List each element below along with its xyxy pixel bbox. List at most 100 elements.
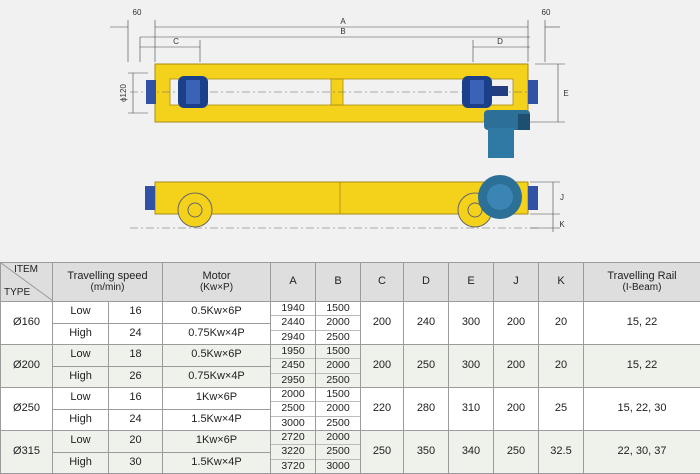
- b-value: 2500: [316, 374, 360, 387]
- dim-a-label: A: [340, 17, 346, 26]
- rail-cell: 15, 22, 30: [584, 388, 700, 431]
- speed-value-cell: 18: [109, 345, 163, 367]
- d-cell: 280: [404, 388, 449, 431]
- spec-table: ITEM TYPE Travelling speed (m/min) Motor…: [0, 262, 700, 474]
- rail-header-line1: Travelling Rail: [584, 271, 700, 283]
- dim-right-offset-label: 60: [542, 8, 551, 17]
- speed-value-cell: 20: [109, 431, 163, 453]
- type-cell: Ø200: [1, 345, 53, 388]
- d-cell: 240: [404, 302, 449, 345]
- b-value: 2500: [316, 417, 360, 430]
- b-value: 2000: [316, 359, 360, 373]
- motor-header-line2: (Kw×P): [163, 283, 270, 294]
- a-value: 2500: [271, 402, 315, 416]
- speed-header-line1: Travelling speed: [53, 271, 162, 283]
- corner-header: ITEM TYPE: [1, 263, 53, 302]
- b-value: 2000: [316, 402, 360, 416]
- e-header: E: [449, 263, 494, 302]
- d-header: D: [404, 263, 449, 302]
- d-cell: 350: [404, 431, 449, 474]
- rail-cell: 15, 22: [584, 302, 700, 345]
- motor-header: Motor (Kw×P): [163, 263, 271, 302]
- dim-e-label: E: [563, 89, 568, 98]
- type-cell: Ø250: [1, 388, 53, 431]
- b-value: 1500: [316, 302, 360, 316]
- dim-k-label: K: [559, 220, 565, 229]
- a-value: 2450: [271, 359, 315, 373]
- speed-level-cell: Low: [53, 431, 109, 453]
- speed-level-cell: Low: [53, 345, 109, 367]
- motor-cell: 0.5Kw×6P: [163, 345, 271, 367]
- motor-header-line1: Motor: [163, 271, 270, 283]
- e-cell: 300: [449, 345, 494, 388]
- rail-cell: 22, 30, 37: [584, 431, 700, 474]
- k-header: K: [539, 263, 584, 302]
- k-cell: 20: [539, 302, 584, 345]
- end-cap-left: [146, 80, 156, 104]
- speed-value-cell: 26: [109, 366, 163, 388]
- side-view: [130, 175, 540, 228]
- a-value: 3000: [271, 417, 315, 430]
- end-cap-right: [528, 80, 538, 104]
- e-cell: 340: [449, 431, 494, 474]
- b-value: 2000: [316, 316, 360, 330]
- speed-header: Travelling speed (m/min): [53, 263, 163, 302]
- k-cell: 32.5: [539, 431, 584, 474]
- motor-cell: 0.75Kw×4P: [163, 366, 271, 388]
- j-cell: 200: [494, 388, 539, 431]
- c-cell: 200: [361, 345, 404, 388]
- speed-value-cell: 16: [109, 302, 163, 324]
- speed-value-cell: 30: [109, 452, 163, 474]
- a-value: 2000: [271, 388, 315, 402]
- a-value: 2720: [271, 431, 315, 445]
- dim-left-offset-label: 60: [133, 8, 142, 17]
- speed-level-cell: Low: [53, 388, 109, 410]
- e-cell: 310: [449, 388, 494, 431]
- end-cap-right-side: [528, 186, 538, 210]
- a-value: 2940: [271, 331, 315, 344]
- speed-level-cell: High: [53, 452, 109, 474]
- corner-item-label: ITEM: [14, 265, 38, 276]
- drive-motor-side: [478, 175, 522, 219]
- a-value: 1940: [271, 302, 315, 316]
- a-value: 3220: [271, 445, 315, 459]
- k-cell: 20: [539, 345, 584, 388]
- j-cell: 250: [494, 431, 539, 474]
- b-value: 2500: [316, 445, 360, 459]
- b-header: B: [316, 263, 361, 302]
- corner-type-label: TYPE: [4, 288, 30, 299]
- table-header-row: ITEM TYPE Travelling speed (m/min) Motor…: [1, 263, 700, 302]
- wheel-left: [178, 76, 208, 108]
- technical-drawing: 60 60 A B C D E J K ϕ120: [0, 0, 700, 262]
- wheel-left-side: [178, 193, 212, 227]
- b-value: 1500: [316, 388, 360, 402]
- rail-cell: 15, 22: [584, 345, 700, 388]
- k-cell: 25: [539, 388, 584, 431]
- c-cell: 220: [361, 388, 404, 431]
- b-value: 2000: [316, 431, 360, 445]
- top-view: [130, 64, 540, 158]
- speed-level-cell: High: [53, 366, 109, 388]
- motor-cell: 1Kw×6P: [163, 388, 271, 410]
- speed-value-cell: 24: [109, 409, 163, 431]
- b-value: 1500: [316, 345, 360, 359]
- b-value: 2500: [316, 331, 360, 344]
- d-cell: 250: [404, 345, 449, 388]
- a-header: A: [271, 263, 316, 302]
- motor-cell: 1.5Kw×4P: [163, 452, 271, 474]
- rail-header-line2: (I-Beam): [584, 283, 700, 294]
- j-cell: 200: [494, 345, 539, 388]
- speed-level-cell: High: [53, 409, 109, 431]
- c-header: C: [361, 263, 404, 302]
- drive-motor-top: [484, 110, 530, 158]
- motor-cell: 0.75Kw×4P: [163, 323, 271, 345]
- type-cell: Ø315: [1, 431, 53, 474]
- end-cap-left-side: [145, 186, 155, 210]
